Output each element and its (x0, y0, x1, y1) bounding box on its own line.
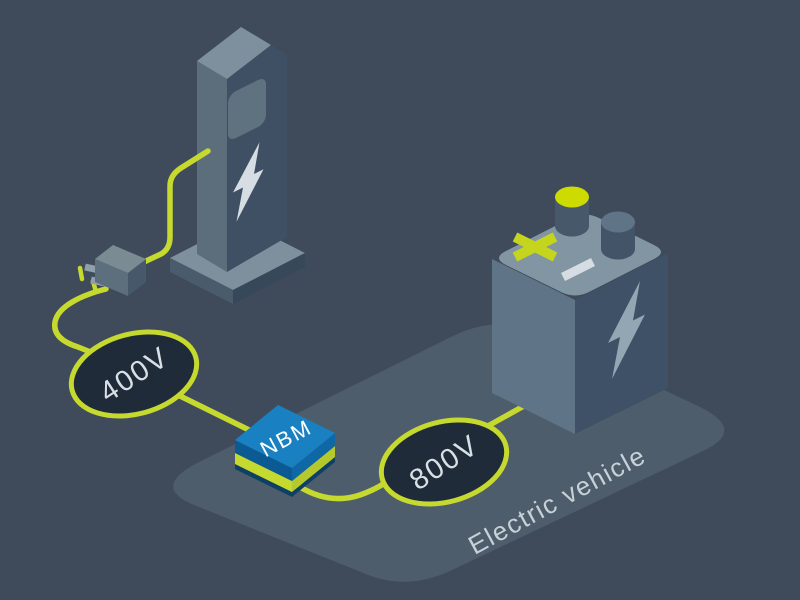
voltage-badge-800v: 800V (378, 417, 510, 507)
station-front-details (228, 79, 266, 222)
station-screen (228, 79, 266, 139)
station-base-front (170, 258, 233, 304)
station-left-face (197, 61, 227, 272)
plug-spark-icon (77, 265, 85, 282)
cable-plug-to-400v (52, 286, 109, 356)
battery-lightning-icon (608, 281, 645, 380)
voltage-badge-400v: 400V (68, 329, 200, 419)
battery-left-face (492, 259, 575, 434)
minus-icon (560, 257, 596, 282)
nbm-base-right-face (292, 446, 335, 492)
plug-top-face (95, 245, 146, 273)
plug-side-face (128, 259, 146, 296)
nbm-converter: NBM (235, 405, 335, 497)
nbm-base-left-face (235, 453, 292, 492)
plug-front-face (95, 259, 128, 296)
charging-station (170, 27, 305, 304)
nbm-right-face (292, 433, 335, 481)
cable-station-to-plug (141, 148, 211, 265)
terminal-negative-side (601, 222, 635, 260)
station-front-face (227, 45, 287, 272)
nbm-left-face (235, 440, 292, 481)
battery-face-details (608, 281, 645, 380)
station-top-face (197, 27, 271, 79)
badge-400v-circle (68, 329, 200, 419)
battery-terminal-positive (555, 186, 589, 237)
ev-battery (492, 186, 668, 434)
badge-800v-circle (378, 417, 510, 507)
station-base-side (233, 253, 305, 304)
power-plug (77, 245, 146, 296)
terminal-positive-side (555, 197, 589, 237)
plus-icon (512, 232, 558, 262)
battery-terminal-negative (601, 211, 635, 260)
nbm-shadow-right (292, 457, 335, 497)
nbm-shadow-left (235, 464, 292, 497)
cable-400v-to-nbm (173, 391, 252, 433)
nbm-top-face (235, 405, 335, 468)
terminal-positive-top (555, 186, 589, 208)
station-lightning-icon (233, 142, 264, 222)
terminal-negative-top (601, 211, 635, 233)
